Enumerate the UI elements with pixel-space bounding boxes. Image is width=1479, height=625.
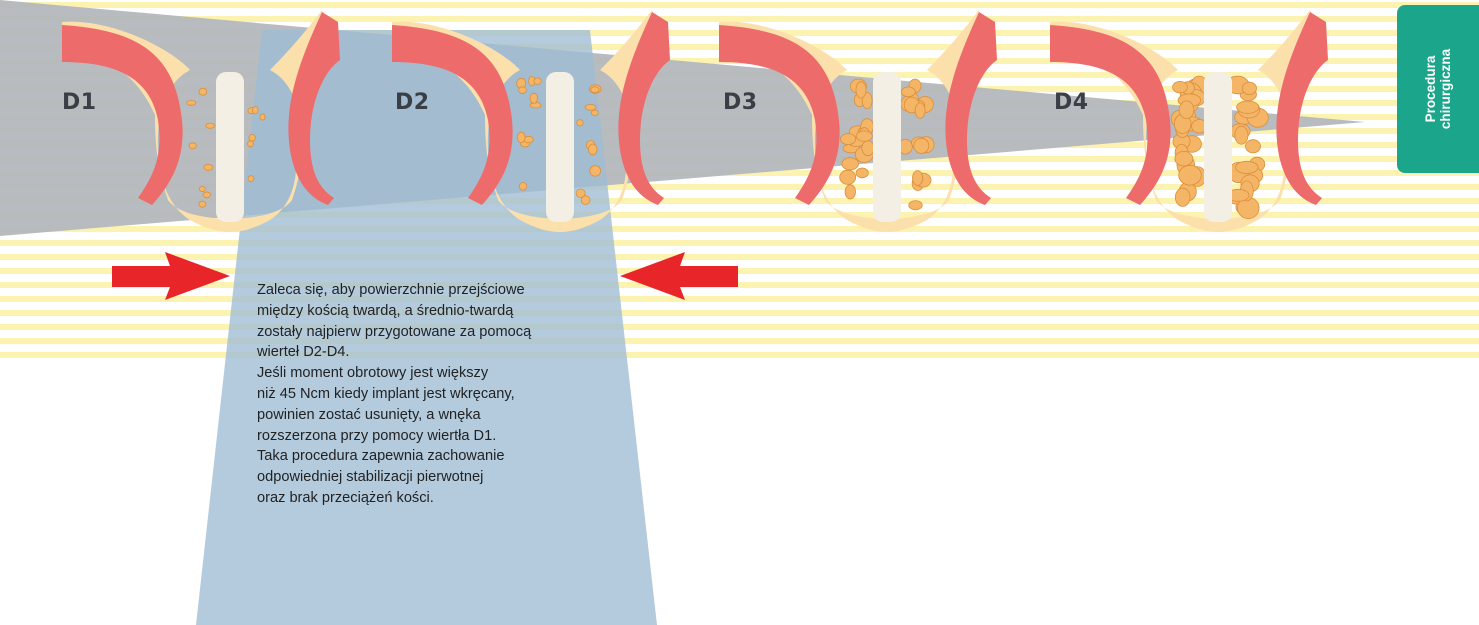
bone-cell bbox=[1242, 82, 1256, 95]
bone-cell bbox=[519, 182, 526, 190]
bone-cell bbox=[189, 143, 196, 149]
bone-cell bbox=[591, 87, 599, 93]
section-tab-line1: Procedura bbox=[1423, 49, 1438, 129]
bone-cell bbox=[914, 138, 929, 153]
bone-cell bbox=[856, 168, 868, 178]
bone-cell bbox=[253, 107, 259, 114]
bone-cell bbox=[856, 131, 872, 141]
bone-cell bbox=[840, 170, 856, 184]
bone-cell bbox=[187, 101, 196, 106]
text-line: Zaleca się, aby powierzchnie przejściowe bbox=[257, 280, 627, 301]
bone-cell bbox=[862, 141, 874, 156]
implant-channel bbox=[1204, 72, 1232, 222]
text-line: zostały najpierw przygotowane za pomocą bbox=[257, 322, 627, 343]
density-label-d1: D1 bbox=[62, 90, 97, 115]
text-line: niż 45 Ncm kiedy implant jest wkręcany, bbox=[257, 384, 627, 405]
text-line: powinien zostać usunięty, a wnęka bbox=[257, 405, 627, 426]
recommendation-text: Zaleca się, aby powierzchnie przejściowe… bbox=[257, 280, 627, 509]
bone-cell bbox=[585, 104, 596, 110]
text-line: Taka procedura zapewnia zachowanie bbox=[257, 446, 627, 467]
bone-cell bbox=[909, 201, 922, 210]
bone-cell bbox=[248, 176, 254, 182]
bone-cell bbox=[203, 192, 210, 198]
text-line: rozszerzona przy pomocy wiertła D1. bbox=[257, 426, 627, 447]
density-label-d3: D3 bbox=[723, 90, 758, 115]
text-line: oraz brak przeciążeń kości. bbox=[257, 488, 627, 509]
bone-cell bbox=[1179, 101, 1194, 119]
text-line: Jeśli moment obrotowy jest większy bbox=[257, 363, 627, 384]
bone-cell bbox=[199, 201, 206, 207]
bone-cell bbox=[845, 185, 855, 199]
bone-cell bbox=[1175, 151, 1193, 166]
text-line: wierteł D2-D4. bbox=[257, 342, 627, 363]
bone-cell bbox=[590, 166, 601, 177]
section-tab[interactable]: Procedura chirurgiczna bbox=[1397, 5, 1479, 173]
arrow-left-icon bbox=[620, 252, 738, 300]
implant-channel bbox=[873, 72, 901, 222]
bone-cell bbox=[204, 164, 213, 170]
section-tab-label: Procedura chirurgiczna bbox=[1423, 49, 1453, 129]
bone-cell bbox=[1236, 161, 1259, 173]
bone-cell bbox=[1173, 81, 1188, 92]
density-label-d4: D4 bbox=[1054, 90, 1089, 115]
bone-cell bbox=[206, 123, 215, 128]
bone-cell bbox=[591, 110, 598, 115]
bone-cell bbox=[199, 186, 205, 191]
bone-cell bbox=[581, 196, 590, 205]
density-label-d2: D2 bbox=[395, 90, 430, 115]
bone-cell bbox=[577, 120, 583, 126]
text-line: odpowiedniej stabilizacji pierwotnej bbox=[257, 467, 627, 488]
text-line: między kością twardą, a średnio-twardą bbox=[257, 301, 627, 322]
bone-cell bbox=[199, 88, 207, 95]
bone-cell bbox=[901, 87, 915, 97]
bone-cell bbox=[517, 132, 525, 142]
bone-cell bbox=[913, 171, 923, 186]
bone-cell bbox=[588, 144, 597, 155]
bone-cell bbox=[1246, 140, 1261, 153]
arrow-right-icon bbox=[112, 252, 230, 300]
bone-cell bbox=[856, 82, 866, 98]
implant-channel bbox=[546, 72, 574, 222]
bone-cell bbox=[260, 114, 265, 120]
implant-channel bbox=[216, 72, 244, 222]
bone-cell bbox=[1175, 188, 1190, 206]
bone-cell bbox=[248, 141, 254, 147]
bone-cell bbox=[915, 103, 925, 118]
bone-cell bbox=[842, 158, 859, 170]
bone-cell bbox=[1237, 101, 1259, 113]
bone-cell bbox=[519, 87, 527, 94]
bone-cell bbox=[534, 78, 541, 85]
section-tab-line2: chirurgiczna bbox=[1438, 49, 1453, 129]
bone-cell bbox=[530, 93, 537, 103]
bone-cell bbox=[1235, 126, 1248, 144]
bone-cell bbox=[249, 134, 256, 141]
bone-cell bbox=[1179, 165, 1202, 185]
bone-cell bbox=[841, 134, 856, 145]
